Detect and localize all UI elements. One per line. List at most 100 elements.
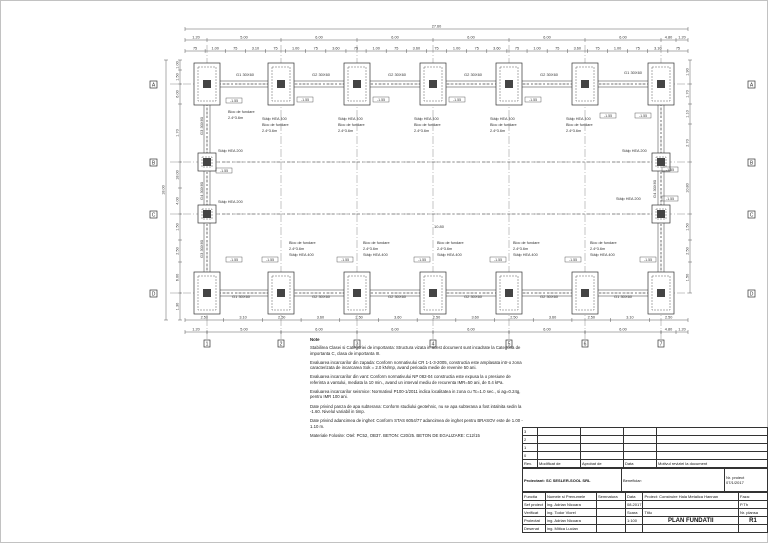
dim-top-sub-text: 1.00 xyxy=(211,47,218,51)
project-no: 07/1/2017 xyxy=(726,480,744,485)
col-axis-label: 1 xyxy=(206,342,209,348)
footing-inner xyxy=(197,66,217,102)
annotation-bloc: Bloc de fundare xyxy=(437,241,464,245)
note-paragraph: Evaluarea incarcarilor seismice: Normati… xyxy=(310,389,521,400)
annotation-bloc: Bloc de fundare xyxy=(262,123,289,127)
column-base xyxy=(203,210,211,218)
row-axis-marker xyxy=(149,80,158,89)
col-axis-marker xyxy=(277,339,285,348)
annotation-stalp: Stâlp HEA 400 xyxy=(363,253,388,257)
beam-label: G4 30X60 xyxy=(652,179,657,198)
dim-top-sub-text: 75 xyxy=(233,47,237,51)
column-base xyxy=(277,289,285,297)
annotation-dim: 2.4*3.6m xyxy=(490,129,505,133)
annotation-bloc: Bloc de fundare xyxy=(289,241,316,245)
row-axis-label: B xyxy=(152,161,156,167)
footing-inner xyxy=(651,275,671,311)
annotation-dim: 2.4*3.6m xyxy=(414,129,429,133)
dim-left-text: 2.50 xyxy=(176,247,180,254)
dim-top-text: 6.00 xyxy=(391,36,398,40)
row-axis-marker xyxy=(149,158,158,167)
dim-right-text: 1.50 xyxy=(686,274,690,281)
dim-bottom-sub-text: 2.50 xyxy=(355,316,362,320)
footing-inner xyxy=(499,66,519,102)
rev-row: 3 xyxy=(522,427,538,436)
footing-inner xyxy=(271,66,291,102)
dim-left-text: 1.50 xyxy=(176,223,180,230)
annotation-bloc: Bloc de fundare xyxy=(363,241,390,245)
level-tag xyxy=(372,96,390,103)
beam-label: G2 30X60 xyxy=(388,72,407,77)
footing-inner xyxy=(271,275,291,311)
project-name: Construire Hala Metalica Hannan xyxy=(659,494,719,499)
staff-name: ing. Adrian Nicoara xyxy=(545,516,597,525)
column-base xyxy=(353,80,361,88)
designer-label: Proiectant: xyxy=(524,477,545,483)
level-tag-text: -1.55 xyxy=(230,99,238,103)
dim-top-text: 5.00 xyxy=(240,36,247,40)
drawing-title: PLAN FUNDATII xyxy=(642,516,739,525)
dim-top-sub-text: 75 xyxy=(193,47,197,51)
annotation-bloc: Bloc de fundare xyxy=(566,123,593,127)
dim-top-sub-text: 3.60 xyxy=(413,47,420,51)
dim-bottom-sub-text: 2.50 xyxy=(588,316,595,320)
dim-top-sub-text: 75 xyxy=(314,47,318,51)
annotation-bloc: Bloc de fundare xyxy=(228,110,255,114)
col-axis-label: 5 xyxy=(508,342,511,348)
level-tag xyxy=(634,112,652,119)
column-base xyxy=(657,158,665,166)
signature-header: Semnatura xyxy=(596,492,626,501)
dim-left-text: 6.00 xyxy=(176,274,180,281)
project-label: Proiect xyxy=(644,494,657,499)
dim-bottom-text: 1.20 xyxy=(192,328,199,332)
annotation-dim: 2.4*3.6m xyxy=(262,129,277,133)
level-tag-text: -1.55 xyxy=(666,168,674,172)
column-base xyxy=(505,80,513,88)
col-axis-marker xyxy=(505,339,513,348)
dim-top-text: 6.00 xyxy=(619,36,626,40)
project-no-label: Nr. proiect xyxy=(726,475,745,480)
dim-bottom-sub-text: 2.50 xyxy=(510,316,517,320)
rev-header: Motivul reviziei la document xyxy=(656,459,768,468)
dim-top-sub-text: 75 xyxy=(595,47,599,51)
annotation-stalp: Stâlp HEA 200 xyxy=(218,200,243,204)
dim-bottom-sub-text: 2.50 xyxy=(665,316,672,320)
dim-bottom-sub-text: 2.50 xyxy=(278,316,285,320)
beam-label: G1 30X60 xyxy=(232,294,251,299)
level-tag-text: -1.55 xyxy=(494,258,502,262)
annotation-stalp: Stâlp HEA 400 xyxy=(414,117,439,121)
level-tag-text: -1.55 xyxy=(569,258,577,262)
dim-bottom-sub-text: 3.60 xyxy=(317,316,324,320)
footing-inner xyxy=(197,275,217,311)
column-base xyxy=(657,210,665,218)
row-axis-marker xyxy=(149,289,158,298)
dim-left-text: 6.00 xyxy=(176,90,180,97)
scale-value: 1:100 xyxy=(624,516,644,525)
title-label: Titlu xyxy=(642,508,739,517)
annotation-stalp: Stâlp HEA 400 xyxy=(566,117,591,121)
col-axis-label: 6 xyxy=(584,342,587,348)
note-paragraph: Date privind adancimea de inghet: Confor… xyxy=(310,418,523,429)
annotation-stalp: Stâlp HEA 400 xyxy=(490,117,515,121)
note-paragraph: Materiale Folosite: Otel: PC52, OB37. BE… xyxy=(310,432,480,438)
dim-right-text: 1.90 xyxy=(686,68,690,75)
column-base xyxy=(353,289,361,297)
row-axis-marker xyxy=(747,210,756,219)
rev-row: 0 xyxy=(522,451,538,460)
level-tag-text: -1.55 xyxy=(377,98,385,102)
footing-inner xyxy=(423,275,443,311)
level-tag xyxy=(296,96,314,103)
date-label: Data xyxy=(624,492,644,501)
dim-bottom-sub-text: 2.50 xyxy=(201,316,208,320)
column-base xyxy=(505,289,513,297)
beam-label: G2 30X60 xyxy=(312,294,331,299)
dim-top-sub-text: 1.00 xyxy=(614,47,621,51)
column-base xyxy=(203,80,211,88)
level-tag-text: -1.55 xyxy=(604,114,612,118)
annotation-stalp: Stâlp HEA 400 xyxy=(513,253,538,257)
footings xyxy=(193,62,675,315)
dim-top-text: 6.00 xyxy=(315,36,322,40)
level-tag xyxy=(448,96,466,103)
dim-bottom-sub-text: 2.50 xyxy=(433,316,440,320)
column-base xyxy=(581,289,589,297)
